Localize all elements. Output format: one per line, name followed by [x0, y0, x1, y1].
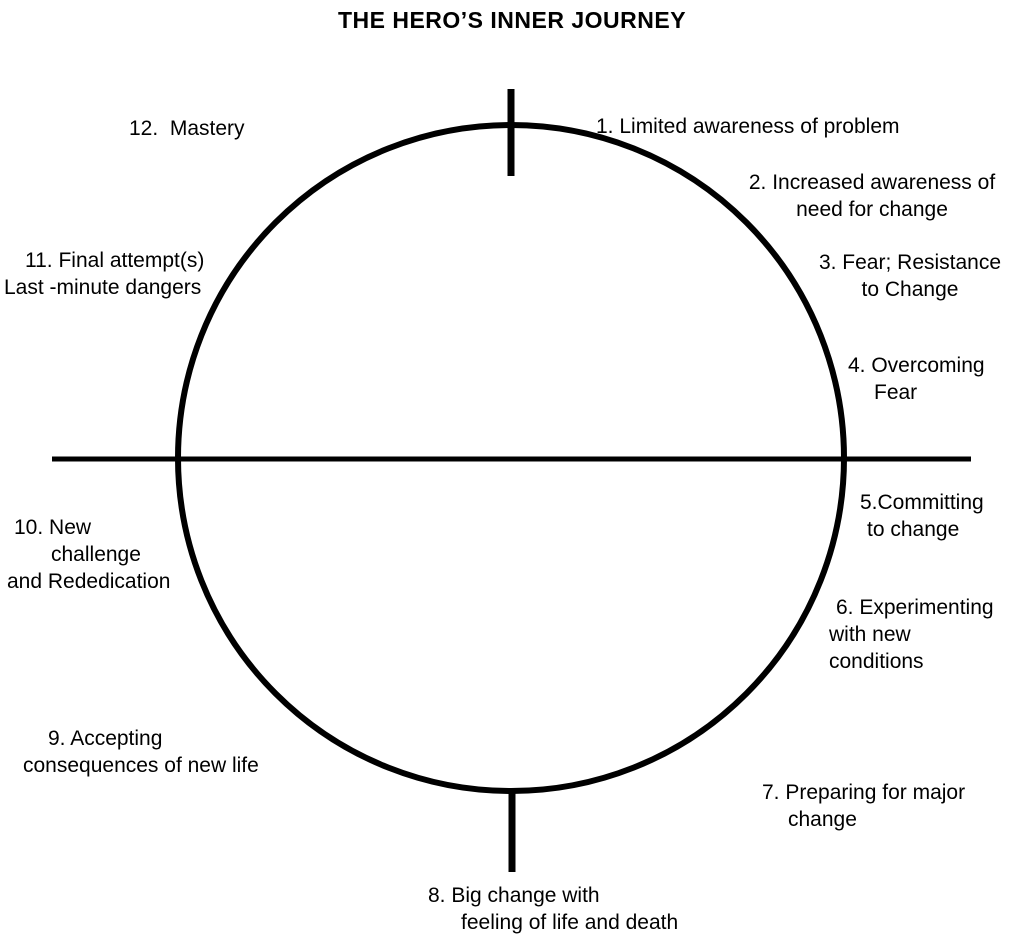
stage-8-label: 8. Big change with feeling of life and d… [428, 882, 678, 936]
stage-9-line-2: consequences of new life [23, 754, 259, 777]
stage-4-line-2: Fear [874, 381, 918, 404]
stage-7-line-2: change [788, 808, 857, 831]
stage-9-line-1: 9. Accepting [48, 727, 163, 750]
stage-6-label: 6. Experimenting with new conditions [829, 594, 994, 675]
stage-12-line-1: 12. Mastery [129, 117, 245, 140]
stage-10-line-1: 10. New [14, 516, 92, 539]
stage-9-label: 9. Accepting consequences of new life [23, 725, 259, 779]
stage-11-line-2: Last -minute dangers [4, 276, 202, 299]
stage-4-line-1: 4. Overcoming [848, 354, 985, 377]
stage-7-line-1: 7. Preparing for major [762, 781, 966, 804]
stage-2-line-2: need for change [796, 198, 948, 221]
stage-5-line-2: to change [867, 518, 960, 541]
stage-3-line-1: 3. Fear; Resistance [818, 251, 1002, 274]
stage-2-label: 2. Increased awareness of need for chang… [728, 169, 1016, 223]
stage-5-line-1: 5.Committing [860, 491, 984, 514]
stage-7-label: 7. Preparing for major change [762, 779, 965, 833]
stage-2-line-1: 2. Increased awareness of [748, 171, 996, 194]
stage-11-label: 11. Final attempt(s) Last -minute danger… [4, 247, 204, 301]
stage-1-line-1: 1. Limited awareness of problem [596, 115, 900, 138]
stage-6-line-1: 6. Experimenting [836, 596, 994, 619]
stage-8-line-1: 8. Big change with [428, 884, 600, 907]
stage-3-label: 3. Fear; Resistance to Change [806, 249, 1014, 303]
stage-4-label: 4. Overcoming Fear [848, 352, 985, 406]
stage-6-line-3: conditions [829, 650, 924, 673]
stage-10-line-2: challenge [51, 543, 141, 566]
stage-6-line-2: with new [829, 623, 911, 646]
stage-10-label: 10. New challenge and Rededication [7, 514, 170, 595]
stage-10-line-3: and Rededication [7, 570, 171, 593]
diagram-title: THE HERO’S INNER JOURNEY [337, 7, 687, 33]
stage-8-line-2: feeling of life and death [461, 911, 679, 934]
stage-12-label: 12. Mastery [129, 115, 245, 142]
stage-1-label: 1. Limited awareness of problem [596, 113, 900, 140]
stage-5-label: 5.Committing to change [860, 489, 984, 543]
stage-3-line-2: to Change [861, 278, 959, 301]
stage-11-line-1: 11. Final attempt(s) [25, 249, 205, 272]
